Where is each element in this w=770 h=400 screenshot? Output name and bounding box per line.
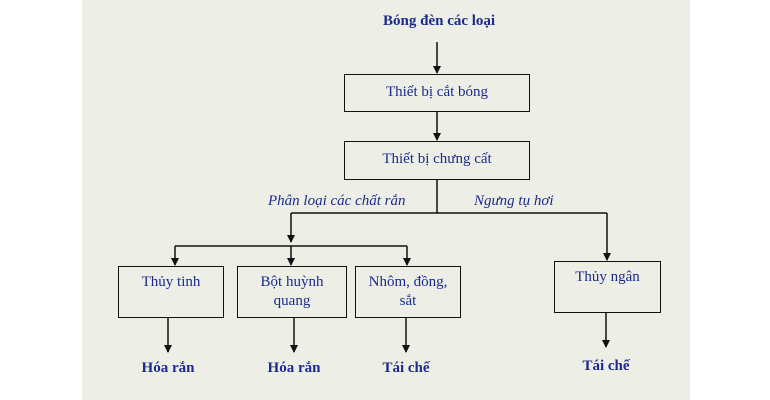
distiller-label: Thiết bị chưng cất bbox=[382, 151, 492, 167]
metals-label-line2: sắt bbox=[399, 293, 417, 309]
separator-label: Thiết bị cắt bóng bbox=[385, 84, 489, 100]
diagram-canvas bbox=[82, 0, 690, 400]
glass-outcome: Hóa rắn bbox=[141, 360, 195, 376]
metals-outcome: Tái chế bbox=[382, 360, 430, 376]
mercury-outcome: Tái chế bbox=[582, 358, 630, 374]
branch-label-vapor: Ngưng tụ hơi bbox=[474, 193, 554, 209]
phosphor-box bbox=[237, 266, 347, 318]
glass-box bbox=[118, 266, 224, 318]
phosphor-outcome: Hóa rắn bbox=[267, 360, 321, 376]
phosphor-label-line1: Bột huỳnh bbox=[260, 274, 324, 290]
distiller-box bbox=[344, 141, 530, 180]
phosphor-label-line2: quang bbox=[273, 293, 311, 309]
mercury-label: Thủy ngân bbox=[575, 269, 640, 285]
metals-label-line1: Nhôm, đồng, bbox=[368, 274, 448, 290]
separator-box bbox=[344, 74, 530, 112]
branch-label-solids: Phân loại các chất rắn bbox=[268, 193, 406, 209]
glass-label: Thủy tinh bbox=[141, 274, 201, 290]
diagram-title: Bóng đèn các loại bbox=[383, 13, 496, 29]
metals-box bbox=[355, 266, 461, 318]
mercury-box bbox=[554, 261, 661, 313]
